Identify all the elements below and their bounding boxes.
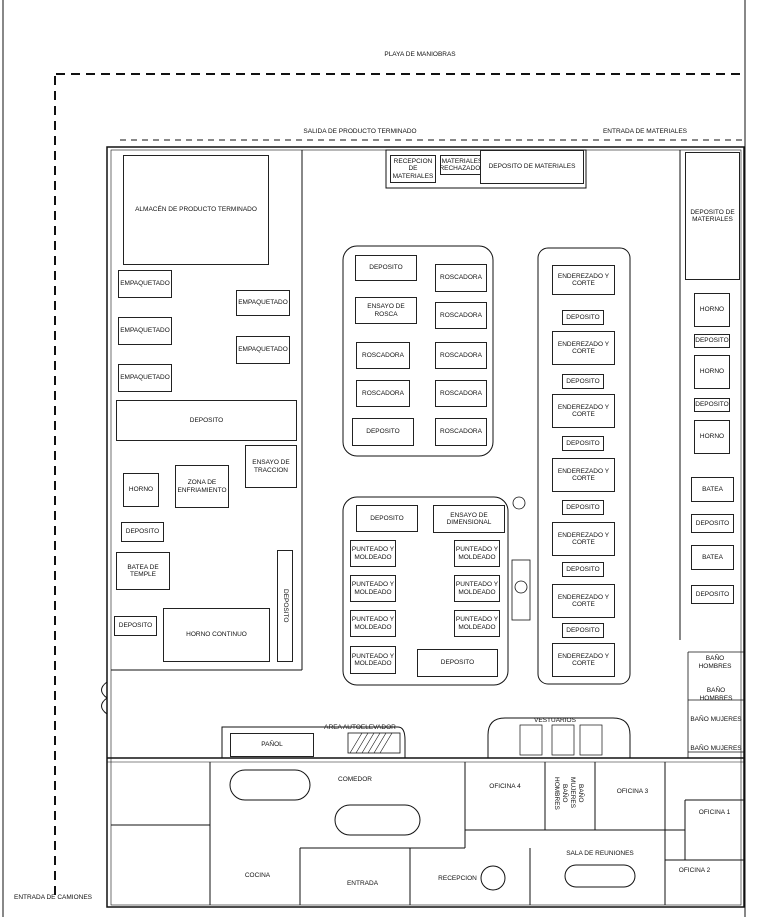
playa-label: PLAYA DE MANIOBRAS bbox=[384, 51, 456, 58]
enderezado-2: ENDEREZADO Y CORTE bbox=[552, 331, 615, 365]
vestuarios: VESTUARIOS bbox=[534, 717, 576, 724]
deposito-vertical: DEPOSITO bbox=[277, 550, 293, 662]
salida-label: SALIDA DE PRODUCTO TERMINADO bbox=[303, 128, 417, 135]
punteado-3: PUNTEADO Y MOLDEADO bbox=[350, 575, 396, 602]
entrada-materiales-label: ENTRADA DE MATERIALES bbox=[602, 128, 688, 135]
enderezado-6: ENDEREZADO Y CORTE bbox=[552, 584, 615, 618]
empaquetado-1: EMPAQUETADO bbox=[118, 270, 172, 298]
panol: PAÑOL bbox=[230, 733, 314, 757]
roscadora-6: ROSCADORA bbox=[435, 380, 487, 407]
deposito-c-6: DEPOSITO bbox=[562, 623, 604, 638]
ensayo-dimensional: ENSAYO DE DIMENSIONAL bbox=[433, 505, 505, 533]
deposito-ct-2: DEPOSITO bbox=[352, 418, 414, 446]
bano-hombres-b: BAÑO HOMBRES bbox=[553, 776, 568, 810]
deposito-r-4: DEPOSITO bbox=[691, 585, 734, 604]
deposito-cb-1: DEPOSITO bbox=[356, 505, 418, 532]
roscadora-4: ROSCADORA bbox=[435, 342, 487, 369]
enderezado-5: ENDEREZADO Y CORTE bbox=[552, 522, 615, 556]
punteado-5: PUNTEADO Y MOLDEADO bbox=[350, 610, 396, 637]
ensayo-rosca: ENSAYO DE ROSCA bbox=[355, 297, 417, 324]
punteado-7: PUNTEADO Y MOLDEADO bbox=[350, 646, 396, 674]
deposito-left-bottom: DEPOSITO bbox=[114, 616, 157, 636]
roscadora-7: ROSCADORA bbox=[435, 418, 487, 446]
roscadora-2: ROSCADORA bbox=[435, 302, 487, 329]
oficina-1: OFICINA 1 bbox=[698, 809, 731, 816]
entrada-camiones-label: ENTRADA DE CAMIONES bbox=[13, 894, 92, 901]
oficina-4: OFICINA 4 bbox=[489, 783, 521, 790]
batea-r-1: BATEA bbox=[691, 477, 734, 502]
deposito-left-large: DEPOSITO bbox=[116, 400, 297, 441]
roscadora-5: ROSCADORA bbox=[356, 380, 410, 407]
deposito-r-3: DEPOSITO bbox=[691, 514, 734, 533]
sala-reuniones: SALA DE REUNIONES bbox=[566, 850, 634, 857]
horno-r-3: HORNO bbox=[694, 420, 730, 454]
empaquetado-2: EMPAQUETADO bbox=[236, 290, 290, 316]
bano-hombres-r-1: BAÑO HOMBRES bbox=[698, 655, 732, 670]
bano-mujeres-b: BAÑO MUJERES bbox=[569, 777, 584, 809]
deposito-left-small: DEPOSITO bbox=[121, 522, 164, 542]
punteado-6: PUNTEADO Y MOLDEADO bbox=[454, 610, 500, 637]
recepcion-materiales: RECEPCION DE MATERIALES bbox=[390, 155, 436, 183]
comedor: COMEDOR bbox=[338, 776, 372, 783]
batea-temple: BATEA DE TEMPLE bbox=[116, 552, 170, 590]
horno-r-2: HORNO bbox=[694, 355, 730, 389]
deposito-r-1: DEPOSITO bbox=[694, 334, 730, 348]
empaquetado-5: EMPAQUETADO bbox=[118, 364, 172, 392]
deposito-materiales-top: DEPOSITO DE MATERIALES bbox=[480, 150, 584, 184]
punteado-2: PUNTEADO Y MOLDEADO bbox=[454, 540, 500, 567]
punteado-4: PUNTEADO Y MOLDEADO bbox=[454, 575, 500, 602]
batea-r-2: BATEA bbox=[691, 545, 734, 570]
enderezado-1: ENDEREZADO Y CORTE bbox=[552, 265, 615, 295]
deposito-ct-1: DEPOSITO bbox=[355, 255, 417, 281]
oficina-2: OFICINA 2 bbox=[678, 867, 711, 874]
deposito-c-2: DEPOSITO bbox=[562, 374, 604, 389]
horno-r-1: HORNO bbox=[694, 293, 730, 327]
roscadora-3: ROSCADORA bbox=[356, 342, 410, 369]
empaquetado-3: EMPAQUETADO bbox=[118, 317, 172, 345]
deposito-c-4: DEPOSITO bbox=[562, 500, 604, 515]
deposito-cb-2: DEPOSITO bbox=[417, 649, 498, 677]
roscadora-1: ROSCADORA bbox=[435, 264, 487, 292]
enderezado-7: ENDEREZADO Y CORTE bbox=[552, 643, 615, 677]
enderezado-4: ENDEREZADO Y CORTE bbox=[552, 458, 615, 492]
almacen: ALMACÉN DE PRODUCTO TERMINADO bbox=[123, 155, 269, 265]
deposito-r-2: DEPOSITO bbox=[694, 398, 730, 412]
empaquetado-4: EMPAQUETADO bbox=[236, 336, 290, 364]
bano-hombres-r-2: BAÑO HOMBRES bbox=[699, 687, 733, 702]
ensayo-traccion: ENSAYO DE TRACCION bbox=[245, 445, 297, 488]
oficina-3: OFICINA 3 bbox=[616, 788, 649, 795]
deposito-c-5: DEPOSITO bbox=[562, 562, 604, 577]
zona-enfriamiento: ZONA DE ENFRIAMIENTO bbox=[175, 465, 229, 508]
entrada-room: ENTRADA bbox=[346, 880, 379, 887]
recepcion-room: RECEPCION bbox=[438, 875, 477, 882]
horno-left: HORNO bbox=[123, 473, 159, 507]
punteado-1: PUNTEADO Y MOLDEADO bbox=[350, 540, 396, 567]
deposito-c-1: DEPOSITO bbox=[562, 310, 604, 325]
bano-mujeres-r-2: BAÑO MUJERES bbox=[690, 745, 742, 752]
enderezado-3: ENDEREZADO Y CORTE bbox=[552, 394, 615, 428]
deposito-materiales-right: DEPOSITO DE MATERIALES bbox=[685, 152, 740, 280]
materiales-rechazados: MATERIALES RECHAZADOS bbox=[439, 155, 485, 175]
cocina: COCINA bbox=[244, 872, 271, 879]
bano-mujeres-r-1: BAÑO MUJERES bbox=[690, 716, 742, 723]
area-autoelevador: AREA AUTOELEVADOR bbox=[324, 724, 396, 731]
horno-continuo: HORNO CONTINUO bbox=[163, 608, 270, 662]
deposito-c-3: DEPOSITO bbox=[562, 436, 604, 451]
